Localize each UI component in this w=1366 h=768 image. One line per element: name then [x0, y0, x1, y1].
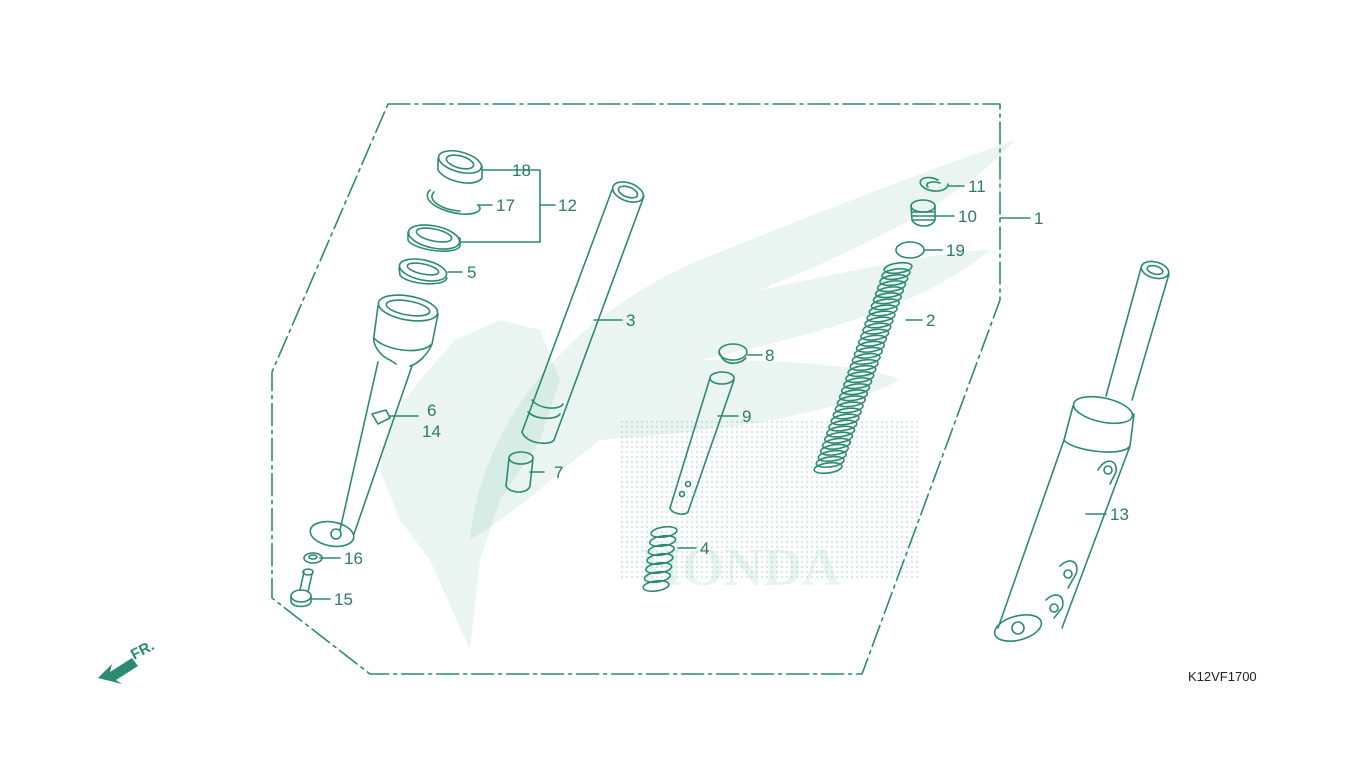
part-10-cap: [910, 199, 936, 227]
part-5-washer: [398, 258, 448, 285]
spring-coil: [874, 286, 905, 299]
spring-coil: [649, 534, 677, 548]
label-part-9[interactable]: 9: [742, 407, 751, 426]
spring-coil: [868, 304, 898, 317]
part-15-bolt: [290, 568, 314, 608]
label-part-19[interactable]: 19: [946, 241, 965, 260]
part-12-ring: [407, 224, 461, 252]
spring-coil: [830, 413, 860, 426]
spring-coil: [821, 437, 852, 450]
label-part-13[interactable]: 13: [1110, 505, 1129, 524]
spring-coil: [815, 455, 845, 469]
label-part-11[interactable]: 11: [968, 177, 986, 196]
spring-coil: [832, 407, 862, 420]
spring-coil: [872, 292, 903, 305]
label-part-6[interactable]: 6: [427, 401, 436, 420]
spring-coil: [866, 310, 896, 323]
spring-coil: [851, 352, 881, 366]
label-part-10[interactable]: 10: [958, 207, 977, 226]
spring-coil: [840, 383, 871, 396]
label-part-7[interactable]: 7: [554, 463, 563, 482]
spring-coil: [881, 267, 911, 281]
part-17-clip: [426, 189, 481, 215]
label-part-14[interactable]: 14: [422, 422, 441, 441]
spring-coil: [813, 461, 843, 475]
spring-coil: [857, 334, 888, 347]
part-8-ring: [718, 343, 748, 365]
spring-coil: [826, 425, 856, 438]
part-3-fork-pipe: [521, 181, 645, 445]
spring-coil: [855, 340, 886, 353]
label-part-2[interactable]: 2: [926, 311, 935, 330]
spring-coil: [823, 431, 854, 444]
label-part-3[interactable]: 3: [626, 311, 635, 330]
leader-lines: [311, 169, 1107, 600]
part-11-circlip: [919, 176, 949, 192]
assembly-boundary: [271, 103, 1001, 675]
spring-coil: [853, 346, 883, 359]
label-part-5[interactable]: 5: [467, 263, 476, 282]
spring-coil: [647, 543, 675, 557]
label-part-18[interactable]: 18: [512, 161, 531, 180]
spring-coil: [845, 370, 875, 384]
spring-coil: [843, 377, 873, 390]
spring-coil: [643, 570, 671, 584]
spring-coil: [876, 280, 907, 293]
spring-coil: [883, 261, 913, 275]
spring-coil: [862, 322, 892, 335]
part-4-spring: [642, 525, 678, 593]
part-13-fork-assembly: [993, 260, 1170, 642]
label-part-8[interactable]: 8: [765, 346, 774, 365]
spring-coil: [645, 561, 673, 575]
spring-coil: [847, 364, 877, 378]
spring-coil: [860, 328, 890, 341]
spring-coil: [838, 389, 869, 402]
label-part-15[interactable]: 15: [334, 590, 353, 609]
label-part-4[interactable]: 4: [700, 539, 709, 558]
label-part-16[interactable]: 16: [344, 549, 363, 568]
part-9-rod: [669, 371, 735, 515]
spring-coil: [817, 449, 847, 463]
label-part-17[interactable]: 17: [496, 196, 515, 215]
spring-coil: [650, 525, 678, 539]
spring-coil: [828, 419, 858, 432]
spring-coil: [849, 358, 879, 372]
spring-coil: [646, 552, 674, 566]
part-7-collar: [505, 451, 534, 493]
front-direction-arrow: FR.: [98, 637, 157, 684]
part-19-oring: [895, 241, 925, 259]
spring-coil: [879, 273, 909, 287]
part-bottom-case-left: [309, 294, 439, 548]
label-part-1[interactable]: 1: [1034, 209, 1043, 228]
diagram-code: K12VF1700: [1188, 669, 1257, 684]
spring-coil: [642, 579, 670, 593]
spring-coil: [834, 401, 864, 414]
spring-coil: [819, 443, 850, 456]
part-2-fork-spring: [813, 261, 913, 475]
spring-coil: [864, 316, 894, 329]
part-labels: 18 17 12 5 6 14 7 3 8 9 4 11 10 19 2 1 1…: [334, 161, 1129, 609]
label-part-12[interactable]: 12: [558, 196, 577, 215]
spring-coil: [870, 298, 900, 311]
kit-bracket-12: [459, 169, 556, 243]
spring-coil: [836, 395, 866, 408]
part-18-seal: [437, 149, 483, 184]
